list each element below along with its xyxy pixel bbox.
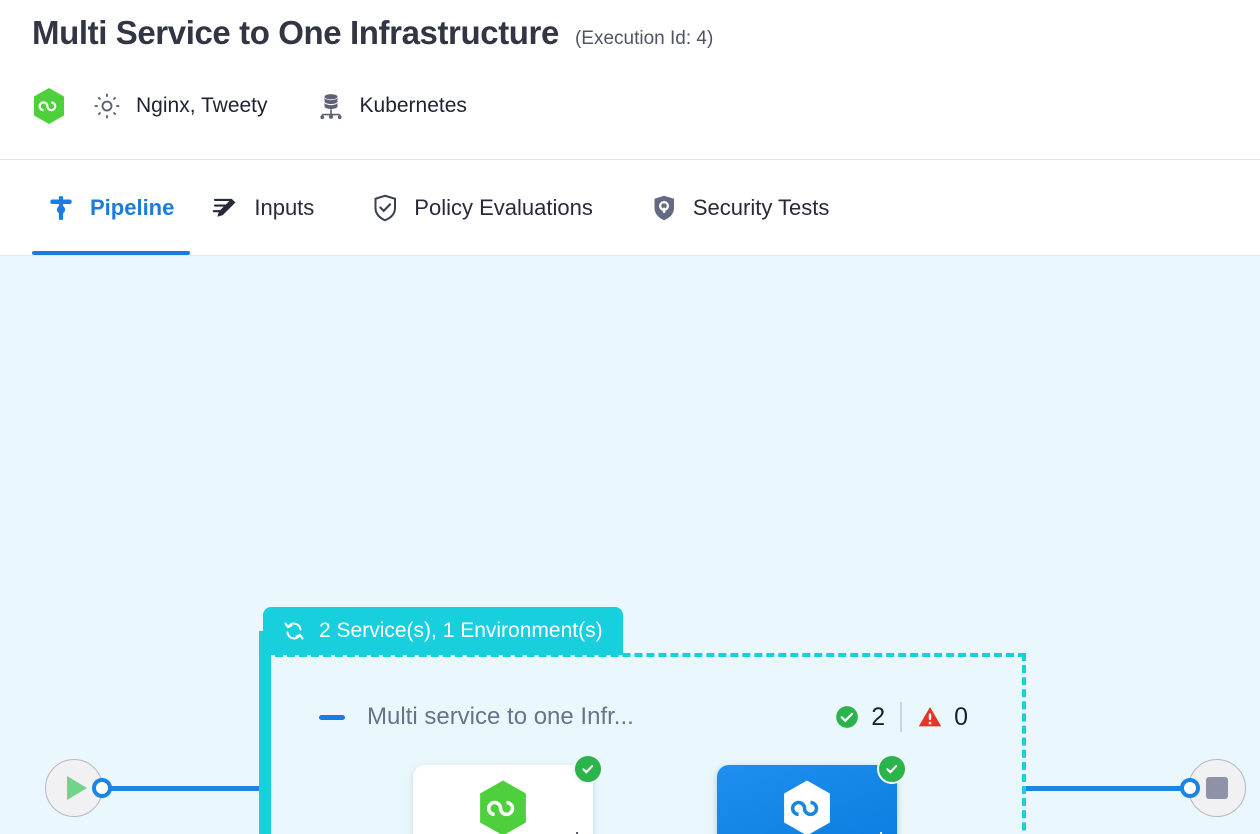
hexagon-infinity-icon	[34, 88, 64, 124]
check-circle-icon	[877, 754, 907, 784]
loop-repeat-icon	[284, 622, 304, 640]
pipeline-icon	[50, 195, 72, 220]
services-gear: Nginx, Tweety	[92, 91, 268, 121]
shield-security-icon	[654, 195, 674, 220]
hexagon-infinity-icon	[784, 780, 830, 834]
check-circle-icon	[836, 706, 859, 728]
app-header: Multi Service to One Infrastructure (Exe…	[0, 0, 1260, 160]
tab-policy-evaluations[interactable]: Policy Evaluations	[370, 160, 615, 255]
group-header-label: 2 Service(s), 1 Environment(s)	[319, 619, 603, 642]
infrastructure-group: Kubernetes	[316, 91, 467, 121]
meta-row: Nginx, Tweety Kubernetes	[32, 78, 1228, 134]
tab-label: Inputs	[254, 194, 315, 220]
group-body: Multi service to one Infr... 2 0	[259, 631, 1026, 834]
success-count: 2	[871, 702, 886, 731]
play-icon	[66, 776, 87, 800]
service-card-item: </> (Tweety, {"__uuid":...	[717, 754, 907, 834]
tab-label: Pipeline	[90, 194, 175, 220]
brand-logo	[32, 87, 66, 125]
start-connector-dot[interactable]	[92, 778, 112, 798]
group-title-row: Multi service to one Infr... 2 0	[319, 691, 976, 743]
tab-security-tests[interactable]: Security Tests	[649, 160, 852, 255]
pipeline-canvas: 2 Service(s), 1 Environment(s) Multi ser…	[0, 256, 1260, 834]
title-row: Multi Service to One Infrastructure (Exe…	[32, 14, 1228, 70]
edge-start-to-group	[98, 786, 264, 791]
count-separator	[900, 702, 903, 732]
group-counts: 2 0	[834, 702, 968, 732]
page-title: Multi Service to One Infrastructure	[32, 14, 559, 51]
edge-group-to-end	[1024, 786, 1190, 791]
code-tag-icon[interactable]: </>	[566, 830, 586, 834]
warning-triangle-icon	[918, 707, 942, 727]
tab-label: Policy Evaluations	[414, 194, 593, 220]
hexagon-infinity-icon	[480, 780, 526, 834]
service-cards-row: </> (Nginx): Multi service to one...	[319, 754, 976, 834]
code-tag-icon[interactable]: </>	[870, 830, 890, 834]
tab-inputs[interactable]: Inputs	[210, 160, 336, 255]
infrastructure-database-icon	[319, 94, 342, 120]
execution-id: (Execution Id: 4)	[574, 28, 714, 49]
gear-icon	[94, 93, 120, 119]
group-left-accent-bar	[259, 631, 271, 834]
tab-label: Security Tests	[692, 194, 830, 220]
service-card[interactable]: </>	[717, 754, 907, 834]
group-name: Multi service to one Infr...	[367, 703, 634, 730]
pipeline-group: 2 Service(s), 1 Environment(s) Multi ser…	[259, 607, 1026, 834]
group-header[interactable]: 2 Service(s), 1 Environment(s)	[263, 607, 623, 655]
end-connector-dot[interactable]	[1180, 778, 1200, 798]
error-count: 0	[954, 702, 968, 731]
stop-icon	[1206, 777, 1228, 799]
check-circle-icon	[573, 754, 603, 784]
minus-icon[interactable]	[319, 714, 345, 720]
shield-check-icon	[374, 194, 397, 221]
services-list: Nginx, Tweety	[136, 94, 268, 117]
service-card-item: </> (Nginx): Multi service to one...	[413, 754, 603, 834]
service-card[interactable]: </>	[413, 754, 603, 834]
inputs-edit-icon	[213, 198, 236, 217]
tab-pipeline[interactable]: Pipeline	[32, 160, 191, 255]
tab-bar: Pipeline Inputs Policy Evaluations Secur…	[0, 160, 1260, 256]
infrastructure-name: Kubernetes	[359, 94, 467, 117]
end-node[interactable]	[1188, 759, 1246, 817]
